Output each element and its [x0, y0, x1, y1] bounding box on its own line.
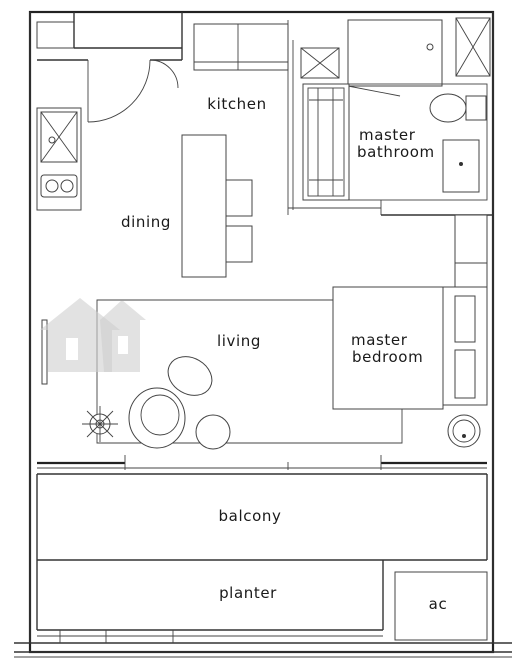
- label-balcony: balcony: [219, 507, 282, 525]
- balcony-sliding-door: [37, 455, 487, 475]
- dining-set: [181, 134, 253, 278]
- outer-walls: [14, 10, 512, 658]
- lamp-icon: [82, 406, 118, 442]
- ac-ledge: [394, 571, 488, 641]
- entry-door: [87, 59, 182, 123]
- living-furniture: [41, 319, 231, 450]
- label-master-bedroom-2: bedroom: [352, 348, 423, 366]
- master-bathroom: [288, 17, 493, 216]
- kitchen-counter: [36, 107, 82, 211]
- watermark-logo: [40, 298, 146, 372]
- label-ac: ac: [429, 595, 448, 613]
- label-living: living: [217, 332, 261, 350]
- wardrobe: [442, 214, 488, 406]
- label-planter: planter: [219, 584, 277, 602]
- label-master-bathroom-2: bathroom: [357, 143, 435, 161]
- basin-icon: [447, 414, 481, 448]
- label-dining: dining: [121, 213, 171, 231]
- living-rug: [96, 299, 403, 444]
- label-master-bedroom-1: master: [351, 331, 408, 349]
- planter-area: [36, 560, 384, 643]
- kitchen-cabinets: [193, 23, 289, 71]
- label-kitchen: kitchen: [207, 95, 266, 113]
- label-master-bathroom-1: master: [359, 126, 416, 144]
- bed: [332, 286, 444, 410]
- balcony-area: [36, 474, 488, 561]
- entry-area: [36, 12, 183, 61]
